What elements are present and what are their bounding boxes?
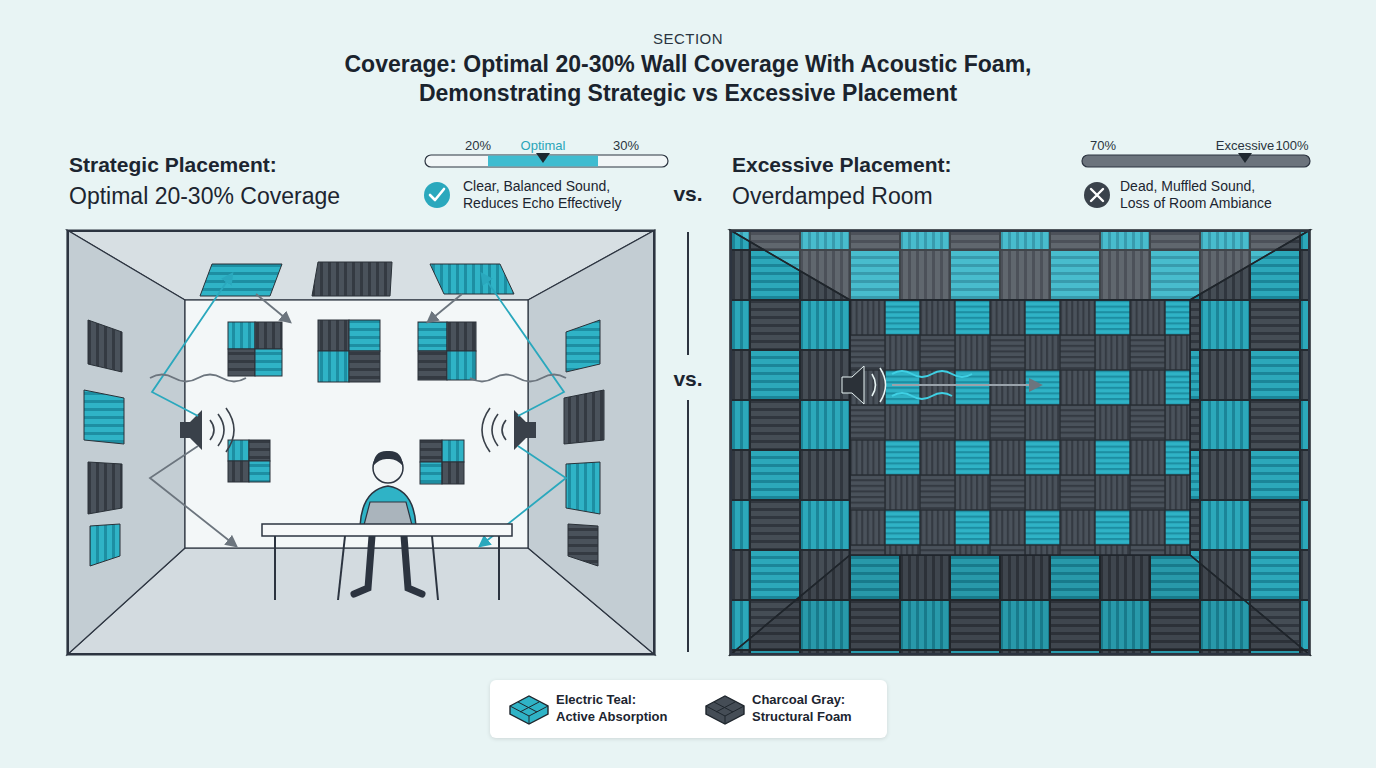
panel-heading: Excessive Placement: [732, 152, 951, 177]
diagram-title: Coverage: Optimal 20-30% Wall Coverage W… [288, 50, 1088, 108]
panel-heading: Strategic Placement: [69, 152, 277, 177]
scale-value: 20% [465, 138, 491, 154]
scale-value: 70% [1090, 138, 1116, 154]
panel-subheading: Overdamped Room [732, 183, 933, 211]
legend-swatch [704, 692, 746, 726]
versus-label: vs. [673, 366, 702, 391]
legend-text: Electric Teal: Active Absorption [556, 691, 674, 725]
room-panel: Excessive Placement:Overdamped Room [730, 230, 1310, 655]
scale-value: 30% [613, 138, 639, 154]
scale-tag: Optimal [521, 138, 566, 154]
room-panel: Strategic Placement:Optimal 20-30% Cover… [67, 230, 655, 655]
section-label: SECTION [653, 30, 723, 48]
scale-value: 100% [1275, 138, 1308, 154]
legend-swatch [508, 692, 550, 726]
result-note: Clear, Balanced Sound, Reduces Echo Effe… [463, 178, 641, 212]
result-note: Dead, Muffled Sound, Loss of Room Ambian… [1120, 178, 1288, 212]
legend-box: Electric Teal: Active Absorption Charcoal… [490, 680, 887, 738]
scale-tag: Excessive [1216, 138, 1275, 154]
legend-text: Charcoal Gray: Structural Foam [752, 691, 870, 725]
panel-subheading: Optimal 20-30% Coverage [69, 183, 340, 211]
versus-label: vs. [673, 181, 702, 206]
